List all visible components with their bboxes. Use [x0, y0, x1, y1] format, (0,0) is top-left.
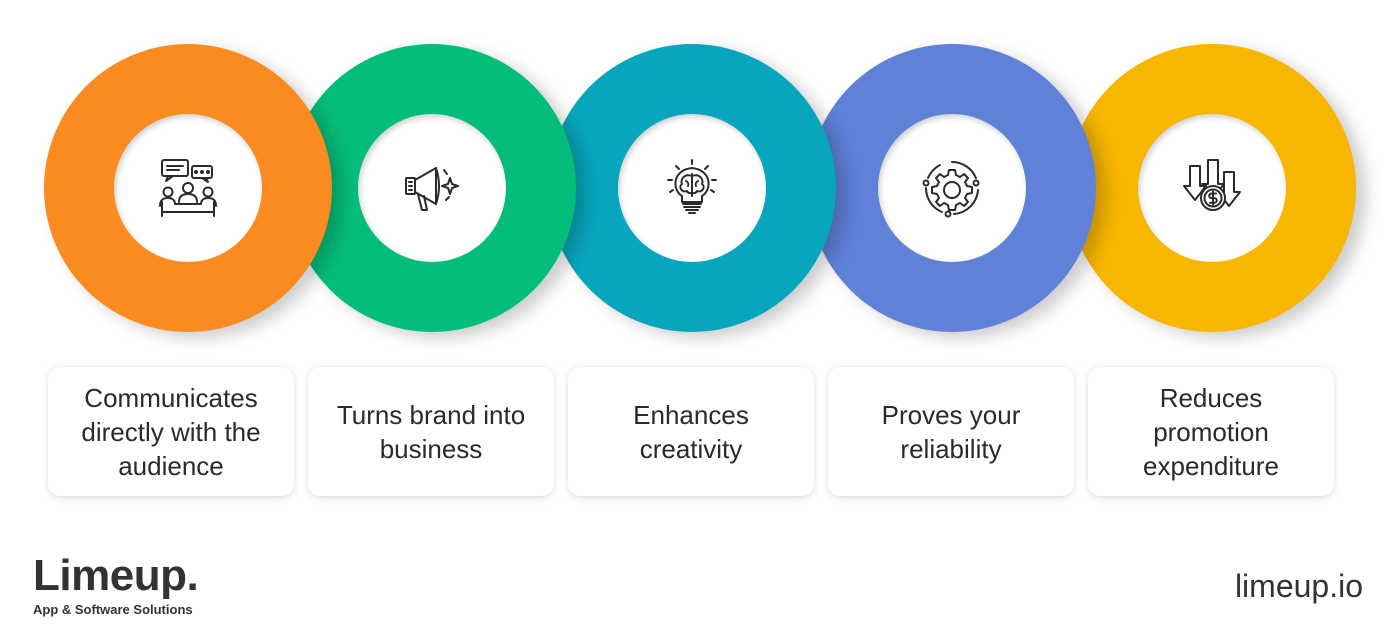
brand-name: Limeup. — [33, 551, 199, 600]
step-card-2: Turns brand into business — [308, 367, 554, 496]
step-label-1: Communicates directly with the audience — [81, 382, 261, 481]
step-label-4: Proves your reliability — [881, 399, 1021, 464]
step-label-2: Turns brand into business — [336, 399, 526, 464]
step-card-3: Enhances creativity — [568, 367, 814, 496]
step-label-5: Reduces promotion expenditure — [1143, 382, 1279, 481]
brand-tagline: App & Software Solutions — [33, 602, 193, 617]
brain-lightbulb-icon — [667, 159, 717, 214]
ring-5 — [1068, 44, 1356, 332]
gear-cycle-icon — [922, 161, 980, 218]
step-card-1: Communicates directly with the audience — [48, 367, 294, 496]
dollar-down-arrows-icon — [1183, 159, 1241, 211]
ring-2 — [288, 44, 576, 332]
ring-5-center — [1138, 114, 1286, 262]
audience-chat-icon — [159, 159, 217, 217]
brand-logo: Limeup. App & Software Solutions — [33, 551, 199, 618]
ring-3-center — [618, 114, 766, 262]
ring-2-center — [358, 114, 506, 262]
step-label-3: Enhances creativity — [633, 399, 749, 464]
ring-1-center — [114, 114, 262, 262]
site-url: limeup.io — [1234, 568, 1363, 604]
ring-4-center — [878, 114, 1026, 262]
ring-1 — [44, 44, 332, 332]
step-card-4: Proves your reliability — [828, 367, 1074, 496]
step-card-5: Reduces promotion expenditure — [1088, 367, 1334, 496]
megaphone-icon — [405, 167, 459, 211]
ring-3 — [548, 44, 836, 332]
ring-4 — [808, 44, 1096, 332]
